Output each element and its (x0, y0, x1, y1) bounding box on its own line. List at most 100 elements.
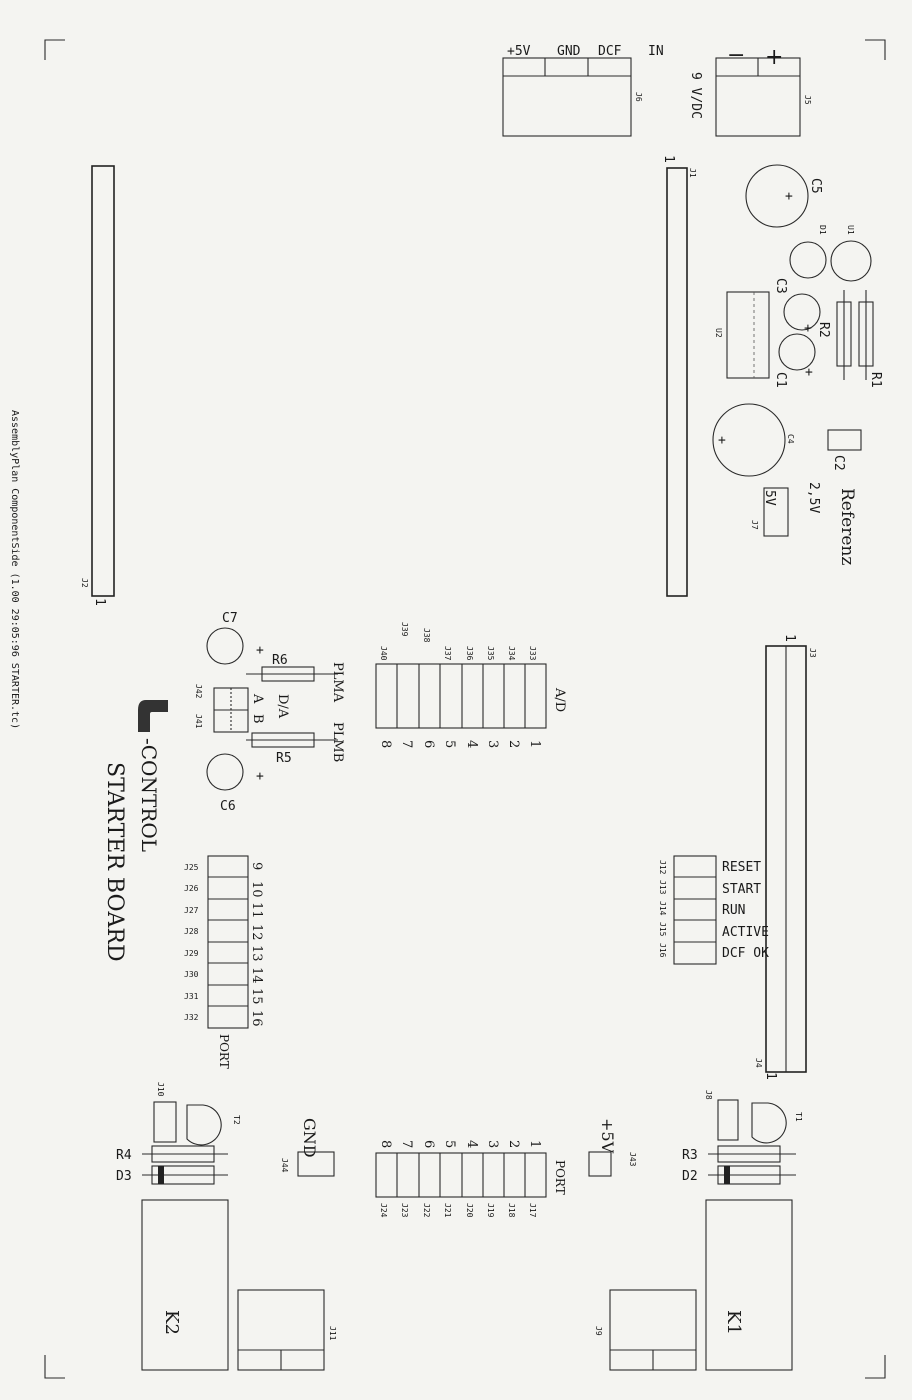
label-start: START (722, 882, 761, 897)
port-pin-15: 15 (249, 988, 264, 1005)
resistor-r2: R2 (816, 290, 852, 380)
port-pin-9: 9 (249, 862, 264, 870)
label-plus5v: +5V (598, 1118, 617, 1154)
ref-j33: J33 (528, 646, 537, 661)
ref-d2: D2 (682, 1169, 698, 1184)
port-pin-8: 8 (378, 1140, 393, 1148)
ad-pin-1: 1 (527, 740, 542, 748)
port-pin-16: 16 (249, 1010, 264, 1027)
ref-u2: U2 (714, 328, 723, 338)
ref-j39: J39 (400, 622, 409, 637)
regulator-d1: D1 (789, 225, 827, 279)
ref-c3: C3 (773, 278, 788, 294)
ref-r1: R1 (868, 372, 883, 388)
ref-r2: R2 (816, 322, 831, 338)
label-plus: + (765, 45, 783, 70)
ref-j35: J35 (486, 646, 495, 661)
label-5v: +5V (507, 44, 531, 59)
capacitor-c2: C2 (827, 429, 862, 471)
ref-j11: J11 (328, 1326, 337, 1341)
crop-marks (44, 39, 886, 1379)
label-gnd: GND (557, 44, 581, 59)
label-ad: A/D (552, 687, 567, 712)
logo-product-text: STARTER BOARD (102, 762, 127, 962)
ad-pin-8: 8 (378, 740, 393, 748)
label-referenz: Referenz (837, 488, 857, 565)
label-port-bottom: PORT (553, 1160, 567, 1195)
label-active: ACTIVE (722, 925, 769, 940)
ref-j38: J38 (422, 628, 431, 643)
ref-j44: J44 (280, 1158, 289, 1173)
supply-jumper-j43: +5V J43 (588, 1118, 637, 1177)
ref-j13: J13 (658, 880, 667, 895)
ref-j41: J41 (194, 714, 203, 729)
label-dcf: DCF (598, 44, 622, 59)
ref-c7: C7 (222, 611, 238, 626)
ref-j26: J26 (184, 884, 199, 893)
ref-j24: J24 (379, 1203, 388, 1218)
label-2-5v: 2,5V (806, 482, 821, 513)
status-led-jumpers: RESET START RUN ACTIVE DCF OK J12 J13 J1… (658, 855, 769, 965)
label-run: RUN (722, 903, 745, 918)
ad-pin-5: 5 (442, 740, 457, 748)
ref-j5: J5 (803, 95, 812, 105)
relay-section-right: J8 T1 R3 D2 K1 J9 (594, 1090, 803, 1371)
regulator-u1: U1 (830, 225, 872, 282)
ref-j29: J29 (184, 949, 199, 958)
ad-pin-6: 6 (421, 740, 436, 748)
ref-j31: J31 (184, 992, 199, 1001)
ref-r5: R5 (276, 751, 292, 766)
header-j1: 1 J1 (661, 155, 697, 597)
j2-pin-one: 1 (92, 598, 107, 606)
ref-d1: D1 (818, 225, 827, 235)
ref-j27: J27 (184, 906, 199, 915)
port-pin-7: 7 (399, 1140, 414, 1148)
ref-u1: U1 (846, 225, 855, 235)
ic-u2: U2 (714, 291, 770, 379)
c6-plus: + (256, 769, 264, 784)
label-dcf-ok: DCF OK (722, 946, 769, 961)
ref-c2: C2 (831, 455, 846, 471)
ref-j2: J2 (80, 578, 89, 588)
ref-j8: J8 (704, 1090, 713, 1100)
label-5v-ref: 5V (762, 490, 777, 506)
ref-d3: D3 (116, 1169, 132, 1184)
ref-r4: R4 (116, 1148, 132, 1163)
label-gnd-j44: GND (300, 1118, 319, 1158)
ground-jumper-j44: GND J44 (280, 1118, 335, 1177)
ref-j28: J28 (184, 927, 199, 936)
ref-j4: J4 (754, 1058, 763, 1068)
port-pin-5: 5 (442, 1140, 457, 1148)
ref-j16: J16 (658, 943, 667, 958)
ref-j43: J43 (628, 1152, 637, 1167)
ref-j36: J36 (465, 646, 474, 661)
port-pin-11: 11 (249, 902, 264, 919)
ref-c5: C5 (808, 178, 823, 194)
capacitor-c6: + C6 (206, 753, 264, 814)
label-plma: PLMA (330, 662, 345, 703)
ref-j18: J18 (507, 1203, 516, 1218)
ref-k2: K2 (161, 1310, 182, 1335)
port-pin-3: 3 (485, 1140, 500, 1148)
j4-pin-one: 1 (763, 1072, 778, 1080)
capacitor-c5: + C5 (745, 164, 823, 228)
c-logo-glyph (138, 700, 168, 732)
c7-plus: + (256, 643, 264, 658)
ref-j10: J10 (156, 1082, 165, 1097)
ref-j42: J42 (194, 684, 203, 699)
ref-k1: K1 (723, 1310, 744, 1335)
ref-j22: J22 (422, 1203, 431, 1218)
relay-section-left: J10 T2 R4 D3 K2 J11 (116, 1082, 337, 1371)
ref-j37: J37 (443, 646, 452, 661)
ref-c1: C1 (773, 372, 788, 388)
ref-j15: J15 (658, 922, 667, 937)
port-pin-13: 13 (249, 945, 264, 962)
reference-jumper-j7: 2,5V 5V Referenz J7 (750, 482, 857, 565)
pwm-da-section: PLMA PLMB R6 R5 D/A A B J42 J41 (194, 653, 345, 766)
assembly-note: AssemblyPlan ComponentSide (1.00 29:05:9… (9, 410, 20, 729)
ref-j17: J17 (528, 1203, 537, 1218)
dc-jack-j5: − + J5 9 V/DC (688, 43, 812, 137)
c3-plus: + (804, 321, 812, 336)
analog-input-jumpers: A/D 1 2 3 4 5 6 7 8 J33 J34 J35 J36 J37 … (375, 622, 567, 748)
